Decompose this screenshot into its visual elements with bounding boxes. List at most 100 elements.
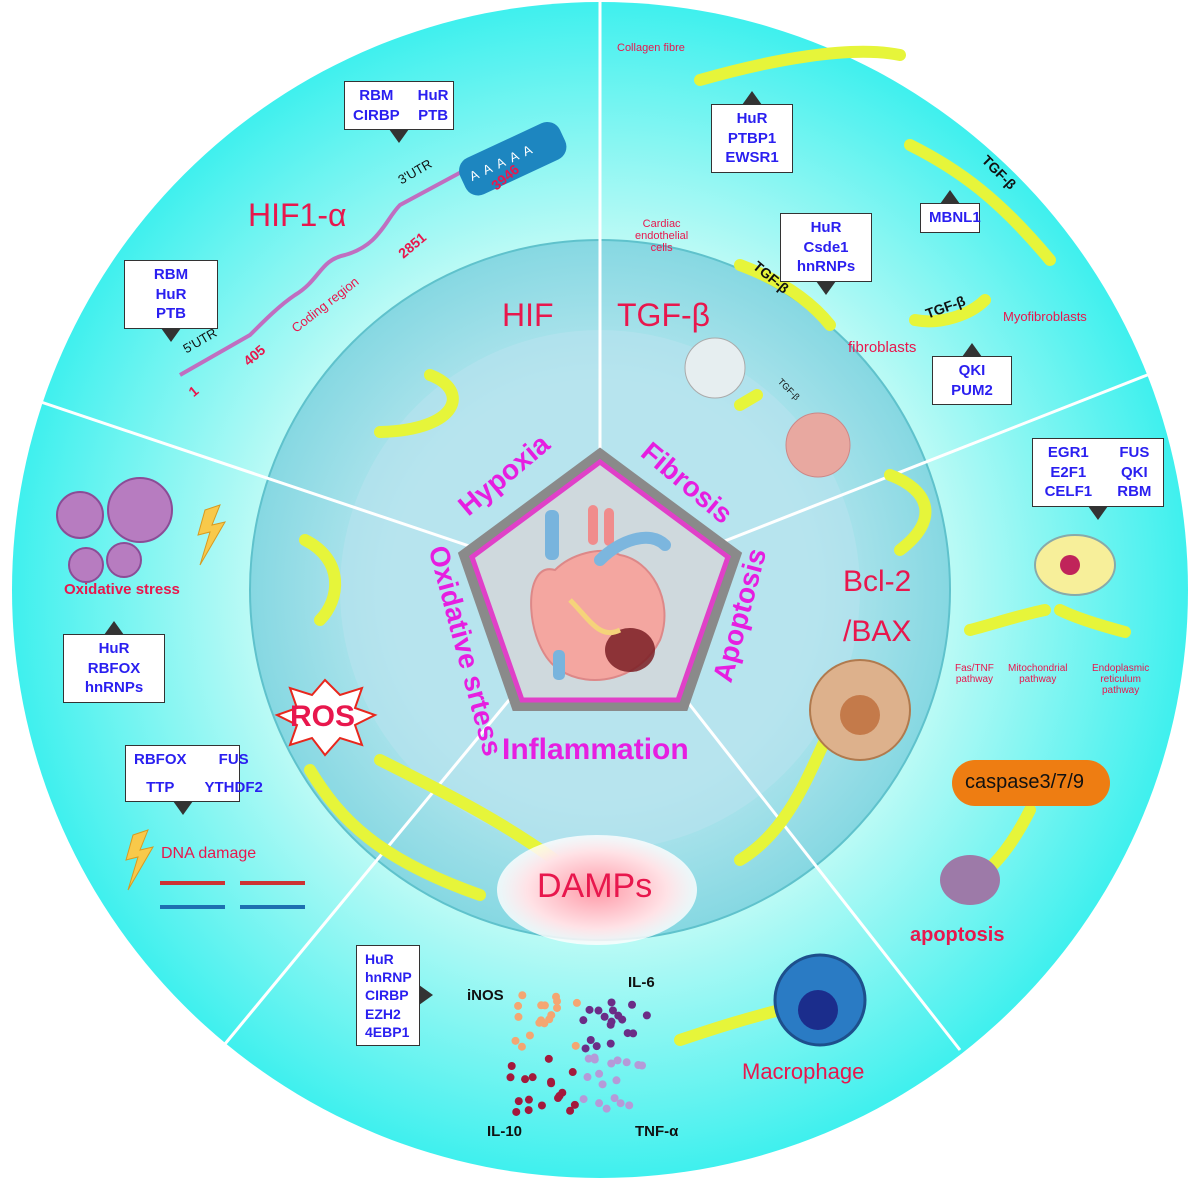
cytokine-dot <box>514 1097 523 1106</box>
cytokine-dot <box>506 1073 515 1082</box>
cytokine-dot <box>518 991 527 1000</box>
cytokine-dot <box>535 1018 544 1027</box>
cytokine-dot <box>598 1080 607 1089</box>
cytokine-dot <box>514 1012 523 1021</box>
rbp-name: PTB <box>418 106 449 124</box>
cytokine-dot <box>586 1036 595 1045</box>
label-cardiac-endothelial-cells: Cardiac endothelial cells <box>635 218 688 254</box>
cytokine-dot <box>623 1029 632 1038</box>
label-myofibroblasts: Myofibroblasts <box>1003 309 1087 324</box>
rbp-box-endothelial: HuR Csde1 hnRNPs <box>780 213 872 294</box>
label-bax: /BAX <box>843 615 912 648</box>
label-il6: IL-6 <box>628 974 655 991</box>
lightning-icon <box>197 504 227 566</box>
rbp-name: HuR <box>98 640 130 657</box>
cytokine-dot <box>607 1059 616 1068</box>
label-apoptosis-outcome: apoptosis <box>910 924 1005 946</box>
cytokine-dot <box>553 1003 562 1012</box>
rbp-name: RBM <box>359 87 394 104</box>
label-line: endothelial <box>635 230 689 243</box>
cytokine-dot <box>545 1015 554 1024</box>
heart-with-infarct-icon <box>530 505 671 681</box>
cytokine-dot <box>585 1005 594 1014</box>
hif1a-title: HIF1-α <box>248 197 347 233</box>
damps-ellipse <box>497 835 697 945</box>
cytokine-dot <box>570 1100 579 1109</box>
cytokine-dot <box>537 1001 546 1010</box>
label-line: Mitochondrial <box>1008 663 1068 674</box>
rbp-name: PUM2 <box>951 381 993 399</box>
cytokine-dot <box>524 1106 533 1115</box>
cytokine-dot <box>521 1075 530 1084</box>
cytokine-dot <box>537 1101 546 1110</box>
label-line: Cardiac <box>642 218 681 230</box>
rbp-name: YTHDF2 <box>204 778 263 796</box>
cytokine-dot <box>568 1068 577 1077</box>
label-tgf-beta: TGF-β <box>617 297 711 333</box>
label-line: Fas/TNF <box>955 663 994 674</box>
cytokine-dot <box>544 1054 553 1063</box>
rbp-box-fibroblast: QKI PUM2 <box>932 343 1012 405</box>
cytokine-dots <box>506 991 651 1116</box>
rbp-name: E2F1 <box>1050 463 1087 481</box>
cytokine-dot <box>628 1000 637 1009</box>
apoptotic-bodies-icon <box>940 855 1000 905</box>
label-line: pathway <box>955 674 994 685</box>
cytokine-dot <box>590 1053 599 1062</box>
cell-icon <box>1034 534 1116 596</box>
rbp-name: QKI <box>1121 463 1148 481</box>
rbp-name: PTBP1 <box>727 129 777 147</box>
rbp-name: FUS <box>1119 444 1150 461</box>
cytokine-dot <box>608 1006 617 1015</box>
label-er-pathway: Endoplasmic reticulum pathway <box>1092 663 1149 696</box>
rbp-name: RBFOX <box>134 751 187 768</box>
cytokine-dot <box>514 1001 523 1010</box>
cytokine-dot <box>600 1012 609 1021</box>
oxidative-cells-icon <box>56 477 173 583</box>
rbp-box-inflammation: HuR hnRNP CIRBP EZH2 4EBP1 <box>356 945 433 1046</box>
rbp-name: EGR1 <box>1047 444 1089 461</box>
label-tnf-alpha: TNF-α <box>635 1123 679 1140</box>
rbp-name: RBFOX <box>87 659 141 677</box>
center-pentagon-inner <box>469 458 731 703</box>
cytokine-dot <box>571 1041 580 1050</box>
dna-damage-icon <box>160 881 305 909</box>
label-fibroblasts: fibroblasts <box>848 339 917 356</box>
cytokine-dot <box>595 1099 604 1108</box>
cytokine-dot <box>581 1044 590 1053</box>
cytokine-dot <box>524 1095 533 1104</box>
cytokine-dot <box>517 1042 526 1051</box>
label-caspase: caspase3/7/9 <box>965 771 1084 793</box>
rbp-name: 4EBP1 <box>365 1023 410 1040</box>
rbp-name: TTP <box>146 778 175 796</box>
cytokine-dot <box>512 1107 521 1116</box>
rbp-name: RBM <box>153 266 189 283</box>
rbp-name: HuR <box>736 110 768 127</box>
rbp-name: HuR <box>417 87 449 104</box>
cytokine-dot <box>613 1056 622 1065</box>
label-bcl2: Bcl-2 <box>843 565 912 598</box>
rbp-name: HuR <box>365 951 394 967</box>
cytokine-dot <box>625 1101 634 1110</box>
label-line: pathway <box>1102 685 1140 696</box>
label-dna-damage: DNA damage <box>161 845 257 862</box>
lightning-icon-dna <box>125 829 155 891</box>
cytokine-dot <box>616 1099 625 1108</box>
cytokine-dot <box>618 1015 627 1024</box>
rbp-name: hnRNPs <box>84 679 144 696</box>
rbp-name: FUS <box>218 751 249 768</box>
cytokine-dot <box>594 1006 603 1015</box>
rbp-name: QKI <box>958 362 986 379</box>
label-damps: DAMPs <box>537 867 653 905</box>
cytokine-dot <box>525 1031 534 1040</box>
cytokine-dot <box>511 1036 520 1045</box>
rbp-name: MBNL1 <box>929 209 981 226</box>
polya-tail <box>459 121 567 196</box>
rbp-name: PTB <box>156 305 186 322</box>
cytokine-dot <box>610 1094 619 1103</box>
cytokine-dot <box>566 1106 575 1115</box>
label-line: reticulum <box>1100 674 1141 685</box>
rbp-name: CELF1 <box>1044 483 1093 500</box>
rbp-box-mbnl1: MBNL1 <box>920 190 981 233</box>
rbp-box-oxidative: HuR RBFOX hnRNPs <box>63 621 165 703</box>
